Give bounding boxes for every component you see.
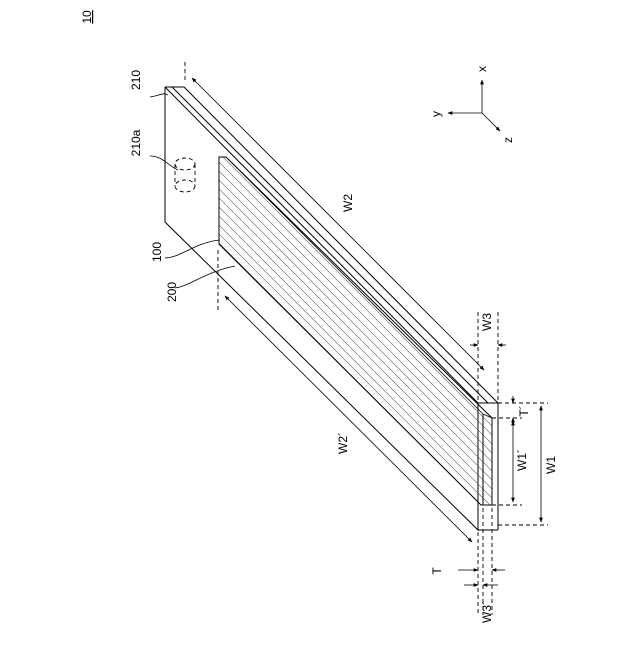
hatch-line bbox=[153, 150, 513, 510]
axis-label-x: x bbox=[475, 66, 489, 72]
hatch-line bbox=[369, 150, 640, 510]
w2-prime-dimension bbox=[225, 296, 472, 542]
hatch-line bbox=[306, 150, 640, 510]
hatch-line bbox=[189, 150, 549, 510]
label-w3: W3 bbox=[480, 313, 494, 331]
plate-210 bbox=[165, 87, 498, 530]
label-210a: 210a bbox=[129, 129, 143, 156]
hatch-line bbox=[423, 150, 640, 510]
label-w3-prime: W3´ bbox=[480, 601, 494, 623]
hatch-line bbox=[351, 150, 640, 510]
label-210: 210 bbox=[129, 70, 143, 90]
hatch-line bbox=[378, 150, 640, 510]
hatch-line bbox=[513, 150, 640, 510]
hatch-line bbox=[522, 150, 640, 510]
leader-210a bbox=[150, 156, 178, 170]
axis-triad bbox=[448, 80, 500, 131]
label-100: 100 bbox=[150, 242, 164, 262]
hatch-line bbox=[198, 150, 558, 510]
hatch-line bbox=[117, 150, 477, 510]
hatch-line bbox=[243, 150, 603, 510]
feature-210a bbox=[175, 158, 195, 192]
z-axis-arrow bbox=[482, 113, 500, 131]
label-t: T bbox=[430, 567, 444, 575]
hatch-line bbox=[135, 150, 495, 510]
label-w2: W2 bbox=[341, 194, 355, 212]
label-w2-prime: W2´ bbox=[336, 432, 350, 454]
hatch-pattern bbox=[90, 150, 640, 510]
leader-200 bbox=[175, 266, 235, 288]
hatch-line bbox=[486, 150, 640, 510]
label-t-prime: T´ bbox=[517, 405, 531, 416]
axis-label-z: z bbox=[501, 137, 515, 143]
label-w1: W1 bbox=[544, 456, 558, 474]
hatch-line bbox=[234, 150, 594, 510]
hatch-line bbox=[144, 150, 504, 510]
label-w1-prime: W1´ bbox=[515, 449, 529, 471]
label-200: 200 bbox=[165, 282, 179, 302]
axis-label-y: y bbox=[429, 111, 443, 117]
hatch-line bbox=[477, 150, 640, 510]
figure-number: 10 bbox=[80, 10, 94, 24]
hatch-line bbox=[432, 150, 640, 510]
hatch-line bbox=[441, 150, 640, 510]
hatch-line bbox=[108, 150, 468, 510]
element-100 bbox=[90, 150, 640, 510]
